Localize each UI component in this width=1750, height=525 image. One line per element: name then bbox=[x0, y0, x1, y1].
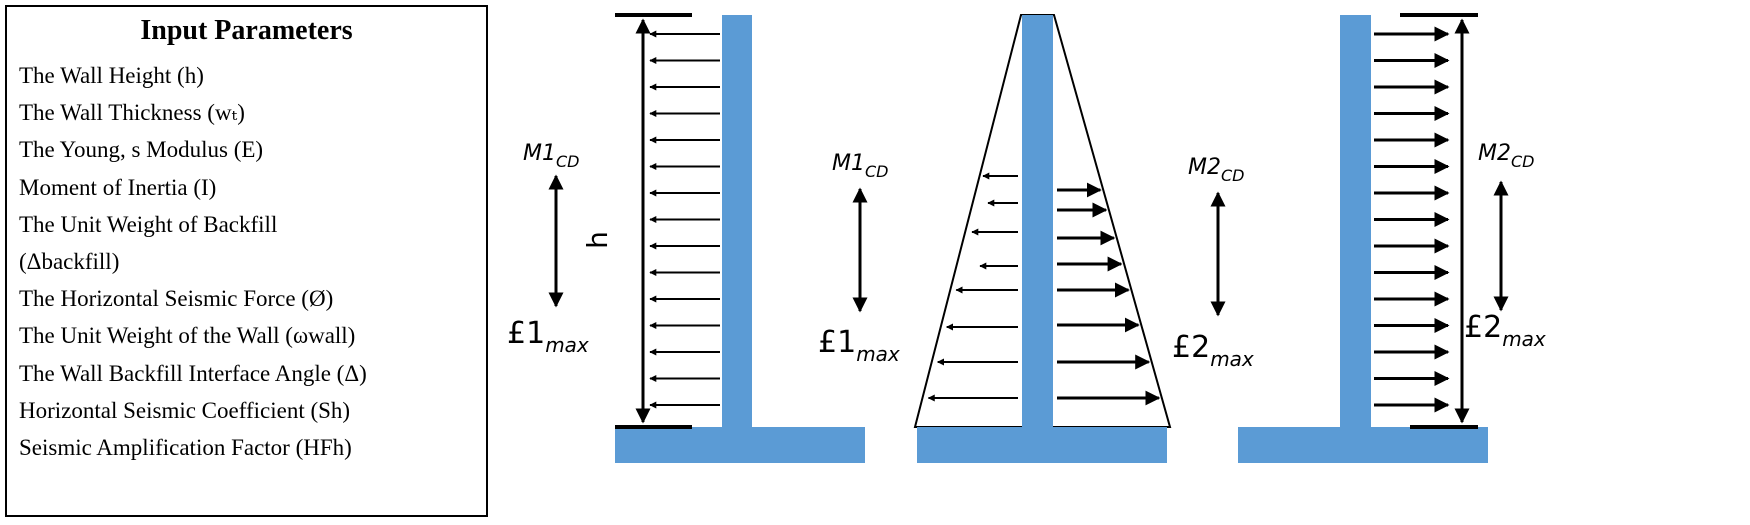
parameter-item: The Horizontal Seismic Force (Ø) bbox=[19, 286, 334, 312]
parameter-item: The Wall Thickness (wₜ) bbox=[19, 100, 245, 126]
wall-2 bbox=[913, 14, 1172, 463]
wall-2-pressure-arrows bbox=[927, 172, 1161, 406]
m1-label-mid: M1CD bbox=[832, 151, 888, 181]
wall-1-stem bbox=[722, 15, 752, 427]
e1-max-label-mid: £1max bbox=[818, 325, 900, 366]
parameter-list: The Wall Height (h) The Wall Thickness (w… bbox=[7, 57, 486, 466]
wall-1: h bbox=[581, 13, 865, 463]
panel-title: Input Parameters bbox=[140, 15, 353, 46]
wall-1-pressure-arrows bbox=[649, 30, 720, 409]
parameter-item: (Δbackfill) bbox=[19, 249, 120, 275]
wall-2-stem bbox=[1022, 15, 1053, 427]
e2-max-label-right: £2max bbox=[1464, 310, 1546, 351]
parameter-item: The Young, s Modulus (E) bbox=[19, 137, 264, 163]
wall-1-footing bbox=[615, 427, 865, 463]
height-label: h bbox=[581, 231, 614, 249]
m2-label-mid: M2CD bbox=[1188, 155, 1244, 185]
e1-max-label-left: £1max bbox=[507, 316, 589, 357]
parameter-item: Moment of Inertia (I) bbox=[19, 174, 217, 200]
wall-3 bbox=[1238, 13, 1488, 463]
parameter-item: Seismic Amplification Factor (HFh) bbox=[19, 435, 352, 461]
m1-label-left: M1CD bbox=[523, 141, 579, 171]
parameter-item: The Unit Weight of Backfill bbox=[19, 211, 278, 237]
m2-label-right: M2CD bbox=[1478, 141, 1534, 171]
parameter-item: The Unit Weight of the Wall (ωwall) bbox=[19, 323, 356, 349]
parameter-item: The Wall Height (h) bbox=[19, 63, 204, 88]
e2-max-label-mid: £2max bbox=[1172, 330, 1254, 371]
wall-2-footing bbox=[917, 427, 1167, 463]
parameter-item: Horizontal Seismic Coefficient (Sh) bbox=[19, 397, 351, 423]
wall-3-pressure-arrows bbox=[1374, 26, 1450, 413]
input-parameters-panel: Input Parameters The Wall Height (h)The … bbox=[5, 5, 488, 517]
wall-3-footing bbox=[1238, 427, 1488, 463]
parameter-item: The Wall Backfill Interface Angle (Δ) bbox=[19, 360, 367, 386]
wall-3-stem bbox=[1340, 15, 1371, 427]
